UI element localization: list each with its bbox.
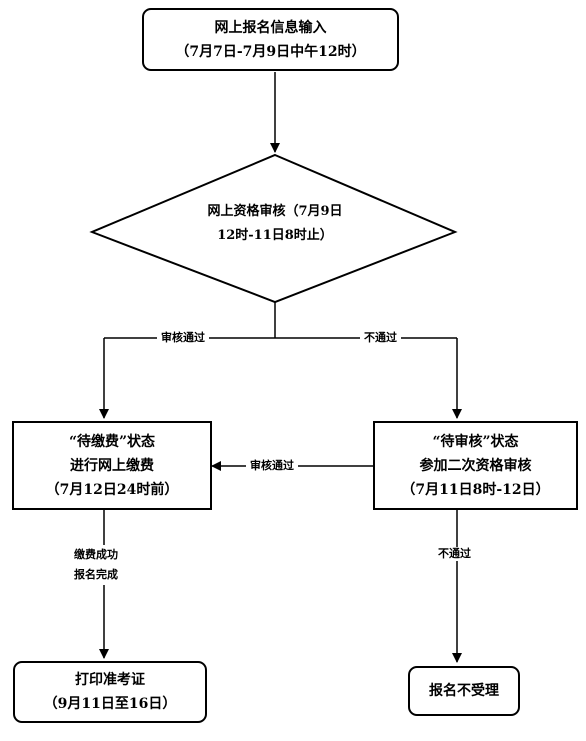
node-print-ticket-line2: （9月11日至16日） — [43, 696, 177, 712]
edge-label-review-fail: 不通过 — [360, 331, 401, 345]
node-pending-payment: “待缴费”状态 进行网上缴费 （7月12日24时前） — [12, 421, 212, 510]
node-pending-payment-line3: （7月12日24时前） — [45, 481, 179, 498]
node-pending-review-line1: “待审核”状态 — [432, 433, 519, 450]
edge-label-payment-done-line2: 报名完成 — [74, 568, 118, 581]
node-online-input: 网上报名信息输入 （7月7日-7月9日中午12时） — [142, 8, 399, 71]
node-online-input-line1: 网上报名信息输入 — [214, 19, 327, 36]
edge-label-payment-done: 缴费成功 报名完成 — [72, 545, 120, 585]
edge-label-second-fail: 不通过 — [434, 547, 475, 561]
edge-label-payment-done-line1: 缴费成功 — [74, 548, 118, 561]
node-print-ticket: 打印准考证 （9月11日至16日） — [13, 661, 207, 723]
edge-label-second-pass: 审核通过 — [246, 459, 298, 473]
node-pending-review: “待审核”状态 参加二次资格审核 （7月11日8时-12日） — [373, 421, 578, 510]
node-online-review-line2: 12时-11日8时止） — [217, 228, 333, 243]
node-not-accepted-line1: 报名不受理 — [429, 683, 499, 699]
node-not-accepted: 报名不受理 — [408, 666, 520, 716]
node-pending-review-line2: 参加二次资格审核 — [419, 457, 532, 474]
node-pending-payment-line2: 进行网上缴费 — [70, 457, 154, 474]
node-print-ticket-line1: 打印准考证 — [75, 672, 145, 688]
edge-label-review-pass: 审核通过 — [157, 331, 209, 345]
node-online-input-line2: （7月7日-7月9日中午12时） — [175, 43, 366, 60]
node-online-review-line1: 网上资格审核（7月9日 — [207, 204, 343, 219]
node-pending-payment-line1: “待缴费”状态 — [68, 433, 156, 450]
node-pending-review-line3: （7月11日8时-12日） — [401, 481, 550, 498]
node-online-review: 网上资格审核（7月9日 12时-11日8时止） — [150, 200, 400, 248]
